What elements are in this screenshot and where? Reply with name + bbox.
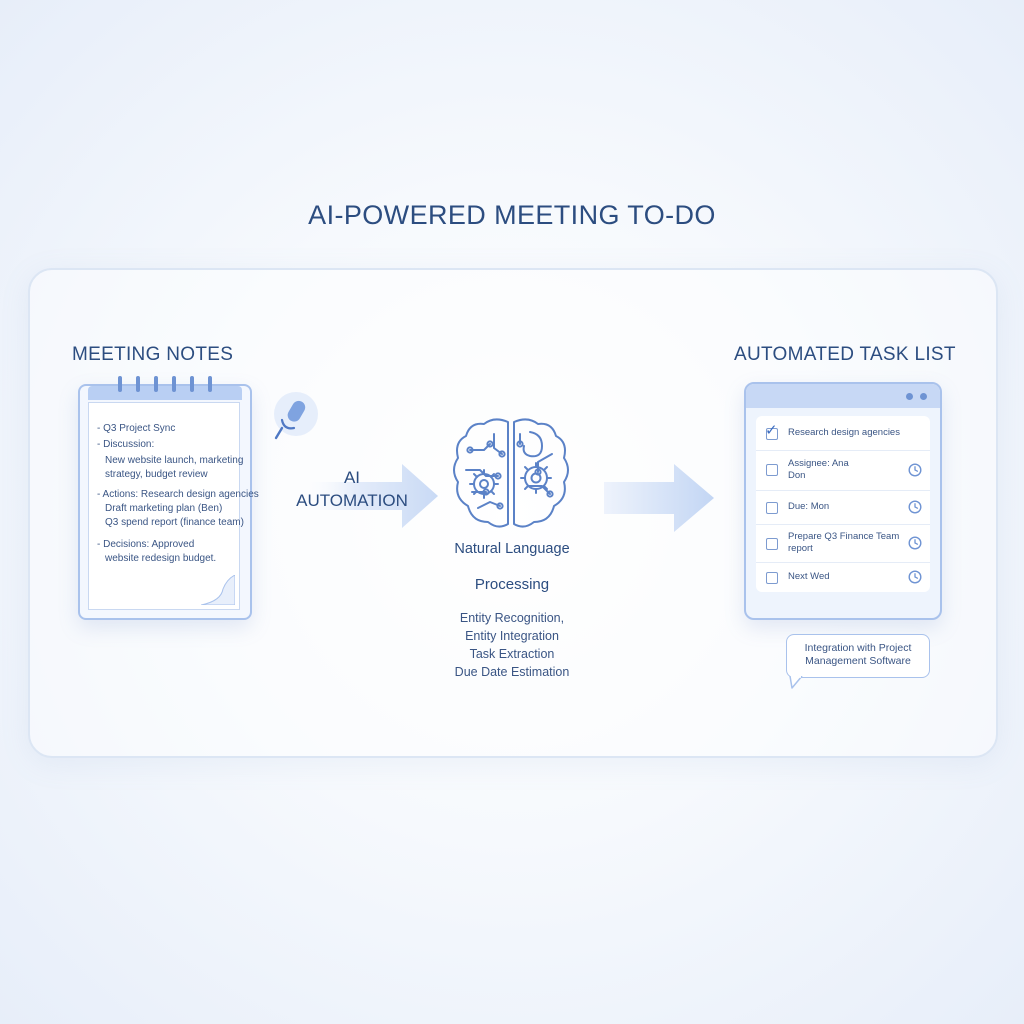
callout-tail	[789, 676, 803, 689]
task-checkbox[interactable]	[766, 572, 778, 584]
task-checkbox[interactable]	[766, 464, 778, 476]
note-line: Draft marketing plan (Ben)	[105, 503, 223, 514]
diagram-title: AI-POWERED MEETING TO-DO	[308, 200, 716, 230]
task-row[interactable]: Next Wed	[756, 562, 930, 592]
note-line: New website launch, marketing	[105, 455, 244, 466]
page-curl-icon	[201, 575, 235, 605]
flow-arrow-to-tasks	[604, 464, 714, 532]
task-text: Research design agencies	[788, 427, 900, 438]
notepad-ring	[136, 376, 140, 392]
checkmark-icon: ✓	[765, 422, 778, 439]
task-row[interactable]: Assignee: Ana Don	[756, 450, 930, 491]
notepad-binding	[88, 386, 242, 400]
meeting-notes-heading: MEETING NOTES	[72, 344, 234, 365]
clock-icon	[908, 463, 922, 477]
brain-circuit-icon	[453, 418, 569, 528]
note-line: website redesign budget.	[105, 553, 217, 564]
task-list: ✓ Research design agencies Assignee: Ana…	[756, 416, 930, 592]
nlp-title-line1: Natural Language	[454, 541, 570, 557]
notepad-ring	[172, 376, 176, 392]
ai-automation-label-line1: AI	[343, 468, 361, 487]
clock-icon	[908, 536, 922, 550]
task-text: Next Wed	[788, 571, 830, 582]
notepad-ring	[154, 376, 158, 392]
nlp-feature: Task Extraction	[469, 647, 555, 661]
task-list-window: ✓ Research design agencies Assignee: Ana…	[744, 382, 942, 620]
task-row[interactable]: ✓ Research design agencies	[756, 416, 930, 451]
flow-arrow-to-nlp	[300, 464, 438, 528]
clock-icon	[908, 500, 922, 514]
nlp-feature: Entity Integration	[465, 629, 559, 643]
window-dot	[906, 393, 913, 400]
note-line: Q3 spend report (finance team)	[105, 517, 244, 528]
microphone-icon	[274, 392, 318, 440]
notepad-ring	[118, 376, 122, 392]
task-text: Due: Mon	[788, 501, 830, 512]
note-line: - Decisions: Approved	[97, 539, 195, 550]
note-line: strategy, budget review	[105, 469, 208, 480]
task-row[interactable]: Prepare Q3 Finance Team report	[756, 524, 930, 563]
integration-line2: Management Software	[805, 655, 911, 667]
notepad-paper: - Q3 Project Sync - Discussion: New webs…	[88, 402, 259, 610]
task-text: Assignee: Ana Don	[788, 458, 849, 481]
notepad-ring	[208, 376, 212, 392]
note-line: - Q3 Project Sync	[97, 423, 176, 434]
task-checkbox[interactable]	[766, 538, 778, 550]
task-row[interactable]: Due: Mon	[756, 490, 930, 525]
note-line: - Actions: Research design agencies	[97, 489, 259, 500]
clock-icon	[908, 570, 922, 584]
ai-automation-label-line2: AUTOMATION	[296, 491, 408, 510]
task-window-titlebar	[746, 384, 940, 408]
task-list-heading: AUTOMATED TASK LIST	[734, 344, 956, 365]
integration-callout: Integration with Project Management Soft…	[786, 634, 930, 678]
task-checkbox[interactable]	[766, 502, 778, 514]
notepad-ring	[190, 376, 194, 392]
note-line: - Discussion:	[97, 439, 155, 450]
nlp-title-line2: Processing	[474, 576, 550, 593]
meeting-notes-notepad: - Q3 Project Sync - Discussion: New webs…	[78, 376, 259, 620]
nlp-feature: Due Date Estimation	[454, 665, 570, 679]
ai-automation-label: AI AUTOMATION	[292, 466, 412, 512]
task-text: Prepare Q3 Finance Team report	[788, 531, 900, 554]
window-dot	[920, 393, 927, 400]
nlp-feature: Entity Recognition,	[459, 611, 565, 625]
integration-line1: Integration with Project	[804, 642, 912, 654]
task-checkbox[interactable]: ✓	[765, 423, 778, 440]
